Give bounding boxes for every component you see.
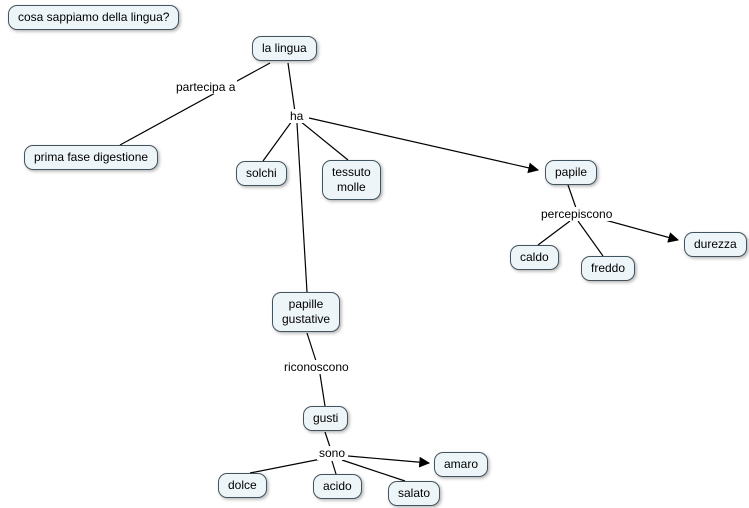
node-amaro[interactable]: amaro <box>434 452 489 477</box>
link-label-percepiscono[interactable]: percepiscono <box>539 207 615 221</box>
connector-line <box>567 184 577 209</box>
link-label-ha[interactable]: ha <box>288 109 306 123</box>
node-gusti[interactable]: gusti <box>303 406 349 431</box>
node-salato[interactable]: salato <box>388 481 441 506</box>
node-la-lingua[interactable]: la lingua <box>252 36 317 61</box>
node-question[interactable]: cosa sappiamo della lingua? <box>8 5 180 30</box>
connector-line <box>296 122 308 293</box>
link-label-partecipa-a[interactable]: partecipa a <box>174 80 238 94</box>
node-freddo[interactable]: freddo <box>581 256 636 281</box>
connector-line <box>577 220 604 257</box>
connector-line <box>287 62 296 113</box>
node-prima-fase[interactable]: prima fase digestione <box>24 145 159 170</box>
node-dolce[interactable]: dolce <box>218 473 267 498</box>
connector-line <box>299 120 349 161</box>
link-label-riconoscono[interactable]: riconoscono <box>282 360 351 374</box>
connector-line <box>347 455 431 468</box>
connector-line <box>119 62 271 146</box>
link-label-sono[interactable]: sono <box>317 446 348 460</box>
node-durezza[interactable]: durezza <box>684 232 747 257</box>
connector-line <box>324 431 331 448</box>
node-acido[interactable]: acido <box>313 474 362 499</box>
connector-line <box>319 373 326 407</box>
connector-line <box>262 120 293 162</box>
connector-line <box>537 220 571 246</box>
node-tessuto-molle[interactable]: tessuto molle <box>322 160 381 200</box>
connector-line <box>331 460 337 475</box>
node-papile[interactable]: papile <box>545 160 598 185</box>
connector-line <box>249 458 322 474</box>
node-caldo[interactable]: caldo <box>510 245 559 270</box>
connector-line <box>341 459 406 482</box>
connector-line <box>308 117 540 174</box>
node-papille-gustative[interactable]: papille gustative <box>272 292 341 332</box>
connector-line <box>306 332 317 362</box>
node-solchi[interactable]: solchi <box>236 161 287 186</box>
